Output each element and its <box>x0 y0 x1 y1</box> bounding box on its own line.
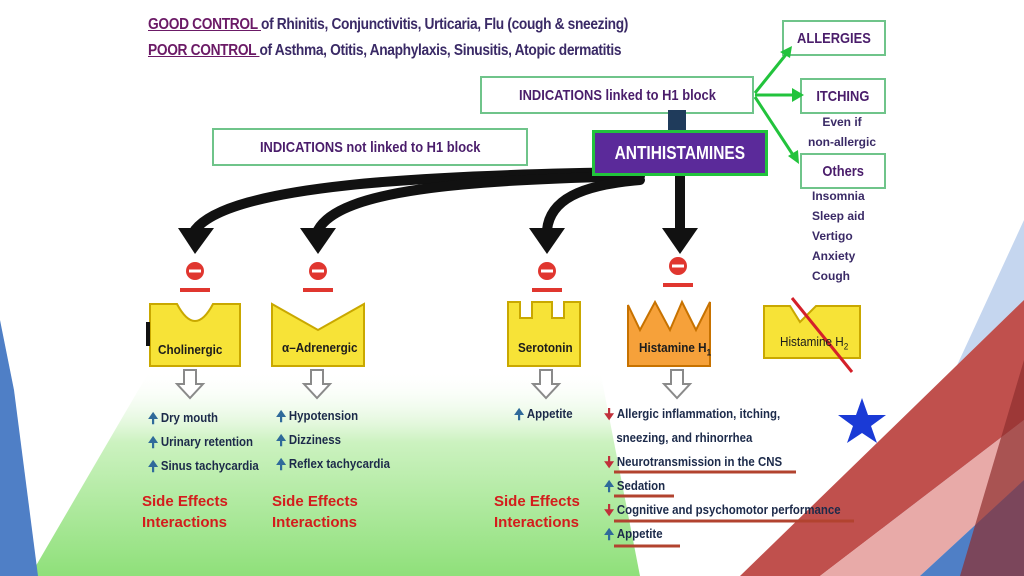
receptor-cholinergic-shape <box>149 303 241 367</box>
others-box: Others <box>800 153 886 189</box>
right-pink-band <box>820 420 1024 576</box>
arrow-to-cholinergic <box>190 167 645 235</box>
arrow-to-adrenergic <box>313 171 645 235</box>
poor-control-label: POOR CONTROL <box>148 42 260 59</box>
receptor-cholinergic-label: Cholinergic <box>158 342 223 357</box>
effect-row: 🠉Sedation <box>604 478 666 494</box>
effect-row: 🠉Reflex tachycardia <box>276 456 390 472</box>
receptor-shapes <box>149 299 861 367</box>
itching-box: ITCHING <box>800 78 886 114</box>
star-icon <box>838 398 886 443</box>
effect-row: 🠉Urinary retention <box>148 434 254 450</box>
effect-row: 🠉Dizziness <box>276 432 341 448</box>
green-arrows <box>753 46 804 164</box>
left-blue-stripe <box>0 320 38 576</box>
poor-control-line: POOR CONTROL of Asthma, Otitis, Anaphyla… <box>148 42 621 60</box>
effect-row: 🠉Dry mouth <box>148 410 219 426</box>
effect-underlines <box>614 470 854 548</box>
effect-row: 🠋Cognitive and psychomotor performance <box>604 502 841 518</box>
effect-row: 🠋Allergic inflammation, itching, <box>604 406 781 422</box>
indications-linked-box: INDICATIONS linked to H1 block <box>480 76 754 114</box>
effects-adrenergic: 🠉Hypotension 🠉Dizziness 🠉Reflex tachycar… <box>276 404 390 476</box>
arrowhead-itching <box>792 88 804 102</box>
effects-h1: 🠋Allergic inflammation, itching, sneezin… <box>604 402 841 546</box>
block-sign-adrenergic <box>303 262 333 292</box>
receptor-adrenergic-label: α–Adrenergic <box>282 340 358 355</box>
receptor-adrenergic-shape <box>271 302 365 367</box>
block-sign-h1 <box>663 257 693 287</box>
receptor-h2-shape <box>763 305 861 359</box>
open-arrow-h1 <box>661 369 693 400</box>
good-control-line: GOOD CONTROL of Rhinitis, Conjunctivitis… <box>148 16 628 34</box>
stem-above-antihistamines <box>668 110 686 132</box>
up-arrow-icon: 🠉 <box>276 432 287 448</box>
good-control-text: of Rhinitis, Conjunctivitis, Urticaria, … <box>261 16 629 33</box>
down-arrow-icon: 🠋 <box>604 454 615 470</box>
effect-row: 🠋Neurotransmission in the CNS <box>604 454 783 470</box>
effects-serotonin: 🠉Appetite <box>514 402 573 426</box>
poor-control-text: of Asthma, Otitis, Anaphylaxis, Sinusiti… <box>259 42 622 59</box>
up-arrow-icon: 🠉 <box>148 410 159 426</box>
open-arrows <box>174 369 693 400</box>
down-arrow-icon: 🠋 <box>604 502 615 518</box>
receptor-serotonin-label: Serotonin <box>518 340 573 355</box>
black-arrows <box>190 167 685 235</box>
arrowhead-others <box>788 150 799 164</box>
open-arrow-adrenergic <box>301 369 333 400</box>
open-arrow-cholinergic <box>174 369 206 400</box>
good-control-label: GOOD CONTROL <box>148 16 262 33</box>
up-arrow-icon: 🠉 <box>514 406 525 422</box>
right-dark-red-shape <box>960 360 1024 576</box>
h2-strike <box>790 297 854 373</box>
antihistamines-box: ANTIHISTAMINES <box>592 130 768 176</box>
up-arrow-icon: 🠉 <box>604 526 615 542</box>
effects-cholinergic: 🠉Dry mouth 🠉Urinary retention 🠉Sinus tac… <box>148 406 259 478</box>
receptor-h1-label: Histamine H1 <box>639 340 712 358</box>
block-sign-cholinergic <box>180 262 210 292</box>
itching-note: Even if non-allergic <box>807 115 876 149</box>
right-red-band <box>740 300 1024 576</box>
open-arrow-serotonin <box>530 369 562 400</box>
indications-not-linked-box: INDICATIONS not linked to H1 block <box>212 128 528 166</box>
up-arrow-icon: 🠉 <box>604 478 615 494</box>
allergies-box: ALLERGIES <box>782 20 886 56</box>
receptor-h2-label: Histamine H2 <box>780 334 849 352</box>
left-edge-mark <box>146 322 150 346</box>
up-arrow-icon: 🠉 <box>276 456 287 472</box>
arrow-to-allergies <box>753 51 790 94</box>
receptor-serotonin-shape <box>507 301 581 367</box>
effect-row: 🠉Sinus tachycardia <box>148 458 259 474</box>
effect-row: 🠉Appetite <box>514 406 573 422</box>
block-sign-serotonin <box>532 262 562 292</box>
arrowhead-allergies <box>780 46 792 58</box>
black-arrowheads <box>178 228 698 254</box>
arrow-to-others <box>753 96 797 159</box>
effect-row: sneezing, and rhinorrhea <box>616 430 753 445</box>
up-arrow-icon: 🠉 <box>276 408 287 424</box>
block-signs <box>180 257 693 292</box>
arrow-to-serotonin <box>542 175 645 235</box>
effect-row: 🠉Appetite <box>604 526 663 542</box>
up-arrow-icon: 🠉 <box>148 458 159 474</box>
others-list: Insomnia Sleep aid Vertigo Anxiety Cough <box>812 189 865 283</box>
receptor-h1-shape <box>627 299 711 367</box>
up-arrow-icon: 🠉 <box>148 434 159 450</box>
down-arrow-icon: 🠋 <box>604 406 615 422</box>
green-gradient-area <box>30 370 640 576</box>
effect-row: 🠉Hypotension <box>276 408 359 424</box>
